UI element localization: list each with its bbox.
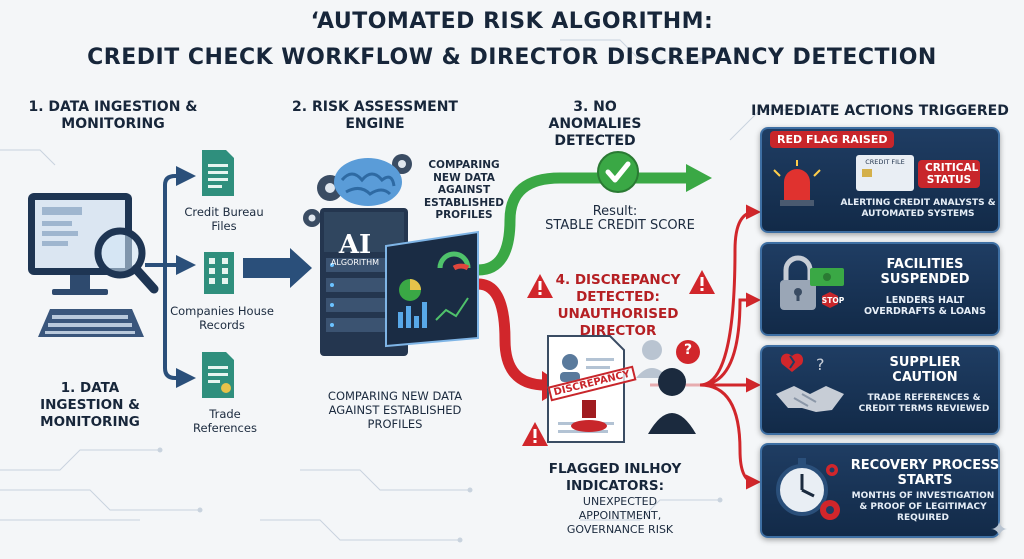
- stage1-heading: 1. DATA INGESTION & MONITORING: [28, 99, 198, 132]
- action-panel-3-sub: TRADE REFERENCES & CREDIT TERMS REVIEWED: [858, 393, 990, 414]
- flagged-body: UNEXPECTED APPOINTMENT, GOVERNANCE RISK: [566, 495, 674, 536]
- arrow-to-trade: [145, 263, 196, 388]
- stop-sign-label: STOP: [821, 296, 845, 305]
- server-label-algorithm: ALGORITHM: [330, 258, 380, 267]
- source-companies-house: Companies House Records: [170, 304, 274, 332]
- arrow-to-bureau: [145, 166, 196, 267]
- server-label-ai: AI: [338, 230, 372, 260]
- action-panel-4-sub: MONTHS OF INVESTIGATION & PROOF OF LEGIT…: [851, 491, 995, 523]
- checkmark-icon: [597, 151, 639, 193]
- engine-side-note: COMPARING NEW DATA AGAINST ESTABLISHED P…: [423, 159, 505, 221]
- building-icon: [204, 252, 234, 294]
- engine-caption: COMPARING NEW DATA AGAINST ESTABLISHED P…: [327, 389, 463, 431]
- certificate-icon: [202, 352, 234, 398]
- stage1-caption: 1. DATA INGESTION & MONITORING: [40, 380, 140, 430]
- flagged-heading: FLAGGED INLHOY INDICATORS:: [548, 461, 682, 494]
- ai-server-icon: [303, 154, 479, 356]
- stage3-heading: 3. NO ANOMALIES DETECTED: [548, 99, 642, 149]
- monitor-magnifier-icon: [28, 193, 159, 337]
- chip-icon: [862, 169, 872, 177]
- red-flow-arrow: [477, 278, 546, 391]
- action-panel-3-title: SUPPLIER CAUTION: [889, 355, 961, 385]
- result-value: STABLE CREDIT SCORE: [545, 218, 695, 233]
- credit-file-label: CREDIT FILE: [865, 158, 905, 166]
- source-trade-references: Trade References: [193, 407, 257, 435]
- action-panel-4-title: RECOVERY PROCESS STARTS: [850, 458, 1000, 488]
- question-mark-icon: ?: [683, 342, 693, 358]
- warning-triangle-icon: [689, 270, 715, 294]
- red-flag-badge: RED FLAG RAISED: [770, 131, 895, 148]
- green-flow-arrow: [477, 172, 690, 276]
- result-label: Result:: [592, 204, 638, 219]
- action-panel-2-title: FACILITIES SUSPENDED: [880, 257, 970, 287]
- page-title-line-2: CREDIT CHECK WORKFLOW & DIRECTOR DISCREP…: [87, 45, 937, 70]
- stopwatch-icon: [776, 458, 840, 520]
- credit-file-card: CREDIT FILE: [856, 155, 914, 191]
- sparkle-icon: ✦: [990, 518, 1009, 543]
- actions-heading: IMMEDIATE ACTIONS TRIGGERED: [751, 103, 1009, 119]
- siren-icon: [773, 160, 821, 206]
- action-panel-1-sub: ALERTING CREDIT ANALYSTS & AUTOMATED SYS…: [840, 198, 996, 219]
- warning-triangle-icon: [522, 422, 548, 446]
- padlock-icon: [780, 255, 844, 310]
- document-icon: [202, 150, 234, 196]
- handshake-icon: ?: [776, 353, 844, 412]
- critical-status-badge: CRITICAL STATUS: [918, 160, 980, 188]
- stage2-heading: 2. RISK ASSESSMENT ENGINE: [292, 99, 458, 132]
- arrow-to-engine: [243, 248, 312, 288]
- source-credit-bureau: Credit Bureau Files: [184, 205, 264, 233]
- discrepancy-heading: 4. DISCREPANCY DETECTED: UNAUTHORISED DI…: [555, 272, 681, 339]
- action-panel-2-sub: LENDERS HALT OVERDRAFTS & LOANS: [864, 295, 986, 317]
- svg-text:?: ?: [816, 355, 825, 374]
- page-title-line-1: ‘AUTOMATED RISK ALGORITHM:: [310, 9, 714, 34]
- warning-triangle-icon: [527, 274, 553, 298]
